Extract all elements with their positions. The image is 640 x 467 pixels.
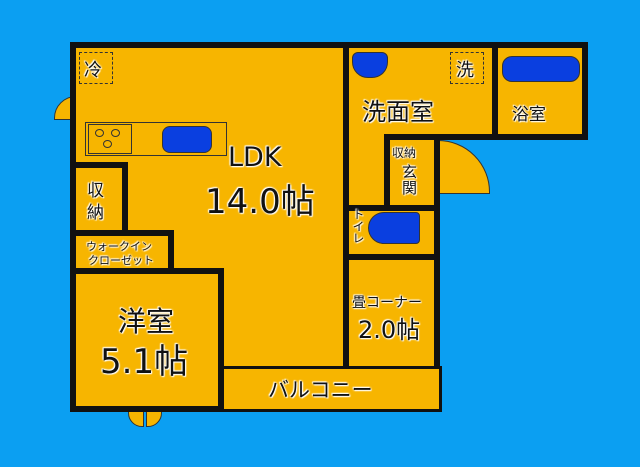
ldk-label: LDK [228,142,282,173]
stove-icon [88,124,132,154]
bathtub-icon [502,56,580,82]
bathroom-label: 浴室 [512,105,546,125]
storage-label: 収納 [87,181,104,223]
western-room-size: 5.1帖 [100,342,189,382]
washer-space [450,52,484,84]
entrance [384,134,440,214]
balcony [218,366,442,412]
balcony-label: バルコニー [268,378,373,402]
ldk-size: 14.0帖 [205,182,315,222]
walk-in-closet-label-2: クローゼット [88,254,154,267]
entrance-storage-label: 収納 [392,146,417,160]
washroom-label: 洗面室 [362,98,434,126]
fridge-space [79,52,113,84]
walk-in-closet-label-1: ウォークイン [86,240,152,253]
storage [70,162,128,236]
sink-icon [162,126,212,153]
washbasin-icon [352,52,388,78]
washer-label: 洗 [456,60,474,81]
toilet-icon [368,212,420,244]
tatami-corner-size: 2.0帖 [358,316,421,344]
entrance-door [436,140,490,194]
tatami-corner-label: 畳コーナー [352,295,422,311]
western-room-label: 洋室 [118,305,175,338]
fridge-label: 冷 [84,60,102,81]
entrance-label: 玄関 [402,163,418,197]
toilet-label: トイレ [351,208,365,244]
